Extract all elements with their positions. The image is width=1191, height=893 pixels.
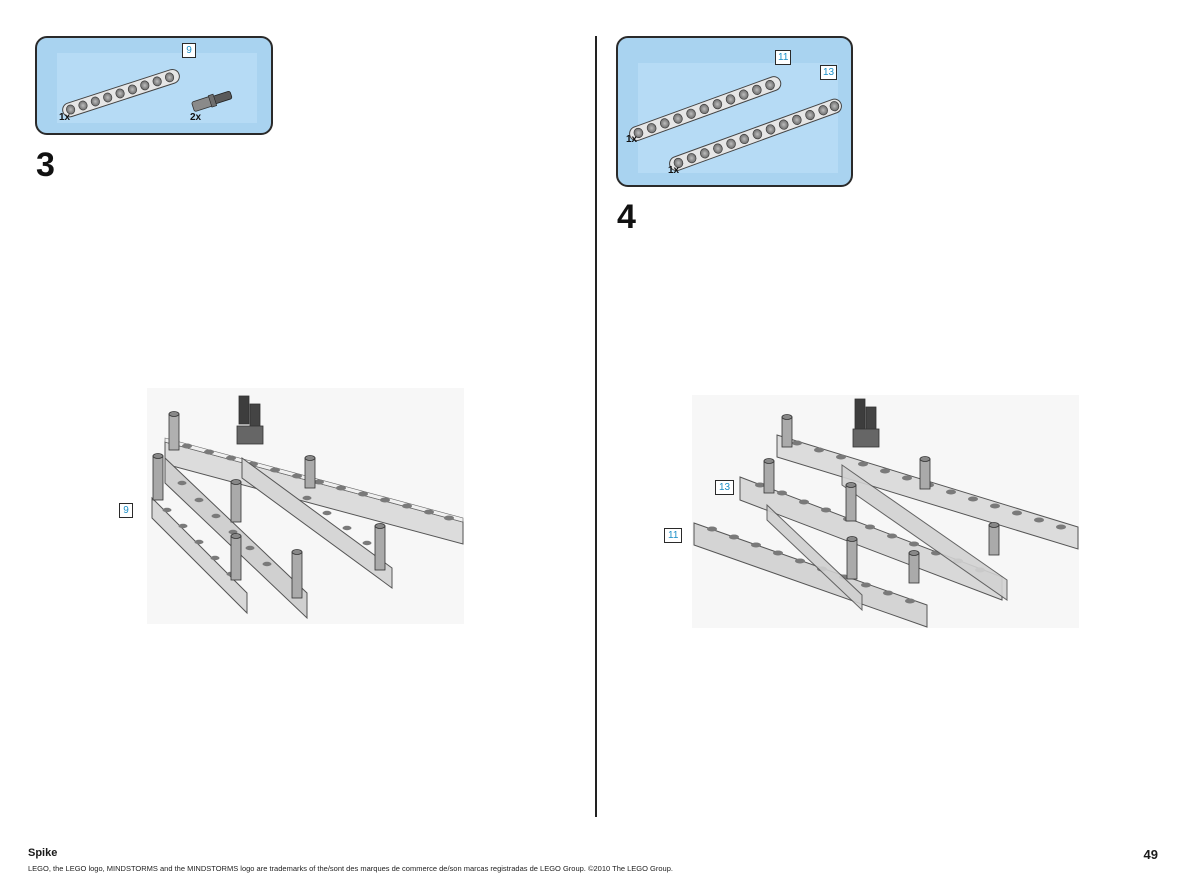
step-number: 4 (617, 198, 636, 236)
pin (763, 398, 1000, 584)
beam-11-part-icon (629, 76, 782, 142)
trademark-notice: LEGO, the LEGO logo, MINDSTORMS and the … (28, 864, 673, 873)
beam-9-part-icon (62, 68, 180, 118)
beam-length-callout: 9 (119, 503, 133, 518)
part-length-tag: 13 (820, 65, 838, 80)
axle-pin-part-icon (191, 90, 233, 112)
long-beam (776, 434, 1079, 550)
part-quantity: 1x (668, 165, 680, 176)
step-4-parts-box: 11 13 1x 1x (616, 36, 853, 187)
long-beam (739, 476, 1003, 601)
step-3-parts-box: 9 1x 2x (35, 36, 273, 135)
model-name: Spike (28, 847, 58, 859)
page-number: 49 (1143, 847, 1158, 862)
beam-13-part-icon (669, 98, 842, 172)
step-3-assembly-illustration (147, 388, 464, 624)
step-4-model-svg (693, 398, 1079, 628)
pin (152, 395, 386, 599)
diagonal-beam (766, 464, 1008, 612)
beam-length-callout: 11 (664, 528, 683, 543)
page-divider (595, 36, 597, 817)
part-length-tag: 11 (775, 50, 792, 65)
diagonal-beam (151, 456, 393, 620)
step-number: 3 (36, 146, 55, 184)
part-length-tag: 9 (182, 43, 196, 58)
part-quantity: 1x (626, 134, 638, 145)
beam-length-callout: 13 (715, 480, 735, 495)
step-4-assembly-illustration (692, 395, 1079, 628)
part-quantity: 1x (59, 112, 71, 123)
step-3-model-svg (151, 395, 464, 620)
part-quantity: 2x (190, 112, 202, 123)
